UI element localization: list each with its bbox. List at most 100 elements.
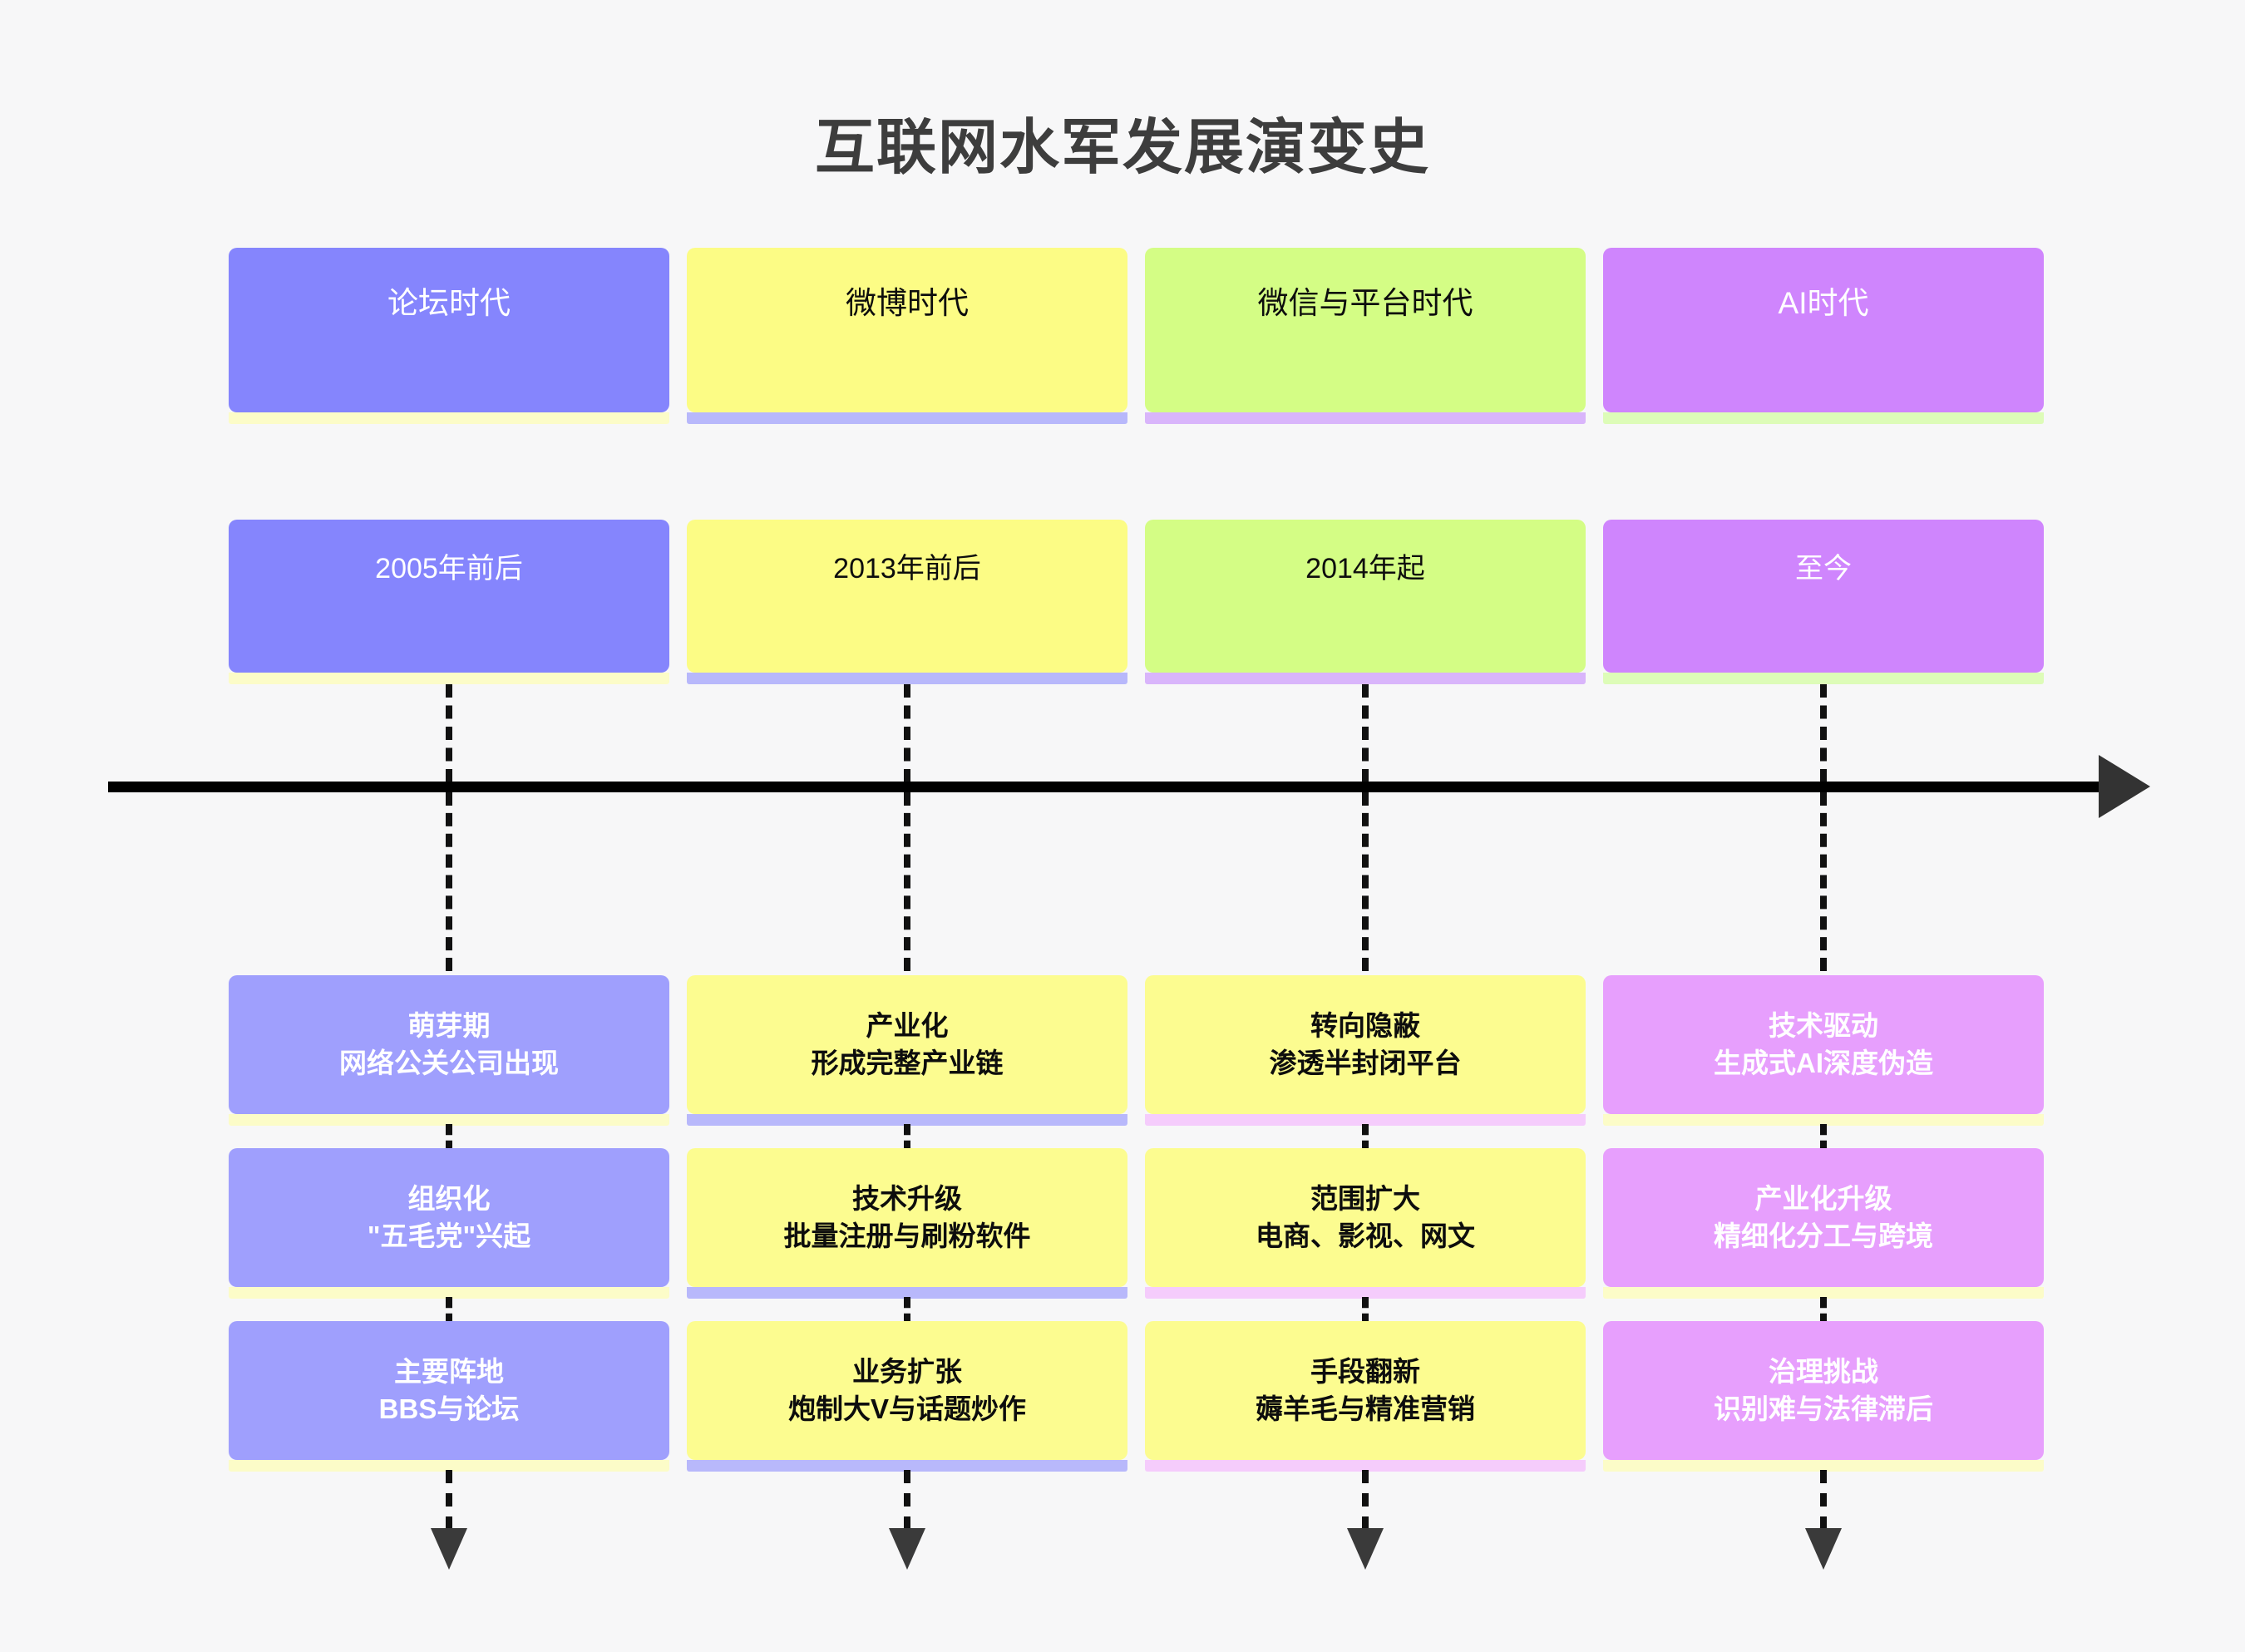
detail-accent-bar <box>1603 1114 2044 1126</box>
era-card-ai[interactable]: AI时代 <box>1603 248 2044 424</box>
date-card-ai[interactable]: 至今 <box>1603 520 2044 684</box>
era-card-weibo[interactable]: 微博时代 <box>687 248 1127 424</box>
connector-dash-weibo-mid <box>904 792 910 971</box>
detail-card-body: 范围扩大 电商、影视、网文 <box>1145 1148 1586 1287</box>
detail-card-forum-3[interactable]: 主要阵地 BBS与论坛 <box>229 1321 669 1472</box>
era-accent-bar <box>687 412 1127 424</box>
detail-card-body: 产业化 形成完整产业链 <box>687 975 1127 1114</box>
connector-dash-wechat-mid <box>1362 792 1369 971</box>
detail-subline: 薅羊毛与精准营销 <box>1256 1393 1475 1424</box>
detail-card-wechat-2[interactable]: 范围扩大 电商、影视、网文 <box>1145 1148 1586 1299</box>
date-accent-bar <box>1603 673 2044 684</box>
era-card-wechat[interactable]: 微信与平台时代 <box>1145 248 1586 424</box>
detail-card-body: 手段翻新 薅羊毛与精准营销 <box>1145 1321 1586 1460</box>
detail-headline: 技术驱动 <box>1769 1010 1878 1042</box>
detail-subline: 形成完整产业链 <box>811 1047 1004 1078</box>
era-card-body: 微博时代 <box>687 248 1127 412</box>
era-card-body: 论坛时代 <box>229 248 669 412</box>
detail-card-body: 萌芽期 网络公关公司出现 <box>229 975 669 1114</box>
detail-card-body: 组织化 "五毛党"兴起 <box>229 1148 669 1287</box>
down-arrow-icon-ai <box>1805 1528 1842 1570</box>
detail-accent-bar <box>687 1114 1127 1126</box>
detail-subline: 网络公关公司出现 <box>339 1047 559 1078</box>
era-label: 微信与平台时代 <box>1257 286 1473 320</box>
detail-card-ai-1[interactable]: 技术驱动 生成式AI深度伪造 <box>1603 975 2044 1126</box>
detail-accent-bar <box>1603 1287 2044 1299</box>
down-arrow-icon-weibo <box>889 1528 925 1570</box>
page-title: 互联网水军发展演变史 <box>814 115 1430 181</box>
date-label: 2014年起 <box>1305 553 1425 584</box>
detail-card-weibo-3[interactable]: 业务扩张 炮制大V与话题炒作 <box>687 1321 1127 1472</box>
detail-headline: 萌芽期 <box>407 1010 491 1042</box>
detail-card-body: 技术升级 批量注册与刷粉软件 <box>687 1148 1127 1287</box>
date-accent-bar <box>1145 673 1586 684</box>
era-accent-bar <box>1603 412 2044 424</box>
era-label: 论坛时代 <box>387 286 511 320</box>
connector-dash-forum-top <box>446 684 452 782</box>
detail-accent-bar <box>1145 1460 1586 1472</box>
connector-dash-forum-mid <box>446 792 452 971</box>
detail-card-forum-1[interactable]: 萌芽期 网络公关公司出现 <box>229 975 669 1126</box>
date-accent-bar <box>687 673 1127 684</box>
detail-accent-bar <box>687 1287 1127 1299</box>
connector-dash-ai-tail <box>1820 1470 1827 1530</box>
detail-card-body: 产业化升级 精细化分工与跨境 <box>1603 1148 2044 1287</box>
detail-headline: 转向隐蔽 <box>1310 1010 1420 1042</box>
detail-subline: 批量注册与刷粉软件 <box>783 1220 1031 1251</box>
era-label: AI时代 <box>1778 286 1869 320</box>
detail-subline: 电商、影视、网文 <box>1256 1220 1475 1251</box>
detail-card-wechat-3[interactable]: 手段翻新 薅羊毛与精准营销 <box>1145 1321 1586 1472</box>
connector-dash-forum-d1 <box>446 1124 452 1151</box>
detail-accent-bar <box>1145 1114 1586 1126</box>
era-accent-bar <box>229 412 669 424</box>
detail-card-body: 转向隐蔽 渗透半封闭平台 <box>1145 975 1586 1114</box>
era-card-body: AI时代 <box>1603 248 2044 412</box>
timeline-arrow-icon <box>2099 755 2150 818</box>
era-accent-bar <box>1145 412 1586 424</box>
detail-headline: 范围扩大 <box>1310 1183 1420 1215</box>
date-label: 2005年前后 <box>375 553 523 584</box>
connector-dash-forum-d2 <box>446 1297 452 1324</box>
detail-subline: 生成式AI深度伪造 <box>1714 1047 1933 1078</box>
detail-card-weibo-1[interactable]: 产业化 形成完整产业链 <box>687 975 1127 1126</box>
detail-headline: 产业化 <box>866 1010 949 1042</box>
era-label: 微博时代 <box>846 286 969 320</box>
era-card-forum[interactable]: 论坛时代 <box>229 248 669 424</box>
date-card-weibo[interactable]: 2013年前后 <box>687 520 1127 684</box>
detail-headline: 手段翻新 <box>1310 1356 1420 1388</box>
connector-dash-weibo-tail <box>904 1470 910 1530</box>
timeline-axis <box>108 782 2114 792</box>
connector-dash-weibo-top <box>904 684 910 782</box>
connector-dash-wechat-tail <box>1362 1470 1369 1530</box>
detail-card-ai-2[interactable]: 产业化升级 精细化分工与跨境 <box>1603 1148 2044 1299</box>
date-card-body: 2005年前后 <box>229 520 669 673</box>
date-card-forum[interactable]: 2005年前后 <box>229 520 669 684</box>
detail-accent-bar <box>1145 1287 1586 1299</box>
detail-subline: BBS与论坛 <box>378 1393 520 1424</box>
detail-card-weibo-2[interactable]: 技术升级 批量注册与刷粉软件 <box>687 1148 1127 1299</box>
detail-subline: 识别难与法律滞后 <box>1714 1393 1933 1424</box>
date-card-wechat[interactable]: 2014年起 <box>1145 520 1586 684</box>
date-accent-bar <box>229 673 669 684</box>
detail-headline: 主要阵地 <box>394 1356 504 1388</box>
detail-headline: 治理挑战 <box>1769 1356 1878 1388</box>
detail-accent-bar <box>229 1460 669 1472</box>
connector-dash-wechat-top <box>1362 684 1369 782</box>
detail-card-wechat-1[interactable]: 转向隐蔽 渗透半封闭平台 <box>1145 975 1586 1126</box>
detail-accent-bar <box>229 1287 669 1299</box>
detail-subline: "五毛党"兴起 <box>367 1220 531 1251</box>
date-label: 至今 <box>1795 553 1852 584</box>
detail-card-ai-3[interactable]: 治理挑战 识别难与法律滞后 <box>1603 1321 2044 1472</box>
detail-headline: 组织化 <box>407 1183 491 1215</box>
era-card-body: 微信与平台时代 <box>1145 248 1586 412</box>
connector-dash-ai-d1 <box>1820 1124 1827 1151</box>
detail-subline: 炮制大V与话题炒作 <box>787 1393 1026 1424</box>
detail-headline: 产业化升级 <box>1754 1183 1892 1215</box>
date-card-body: 至今 <box>1603 520 2044 673</box>
down-arrow-icon-wechat <box>1347 1528 1384 1570</box>
detail-card-forum-2[interactable]: 组织化 "五毛党"兴起 <box>229 1148 669 1299</box>
connector-dash-ai-mid <box>1820 792 1827 971</box>
connector-dash-wechat-d2 <box>1362 1297 1369 1324</box>
detail-headline: 业务扩张 <box>852 1356 962 1388</box>
